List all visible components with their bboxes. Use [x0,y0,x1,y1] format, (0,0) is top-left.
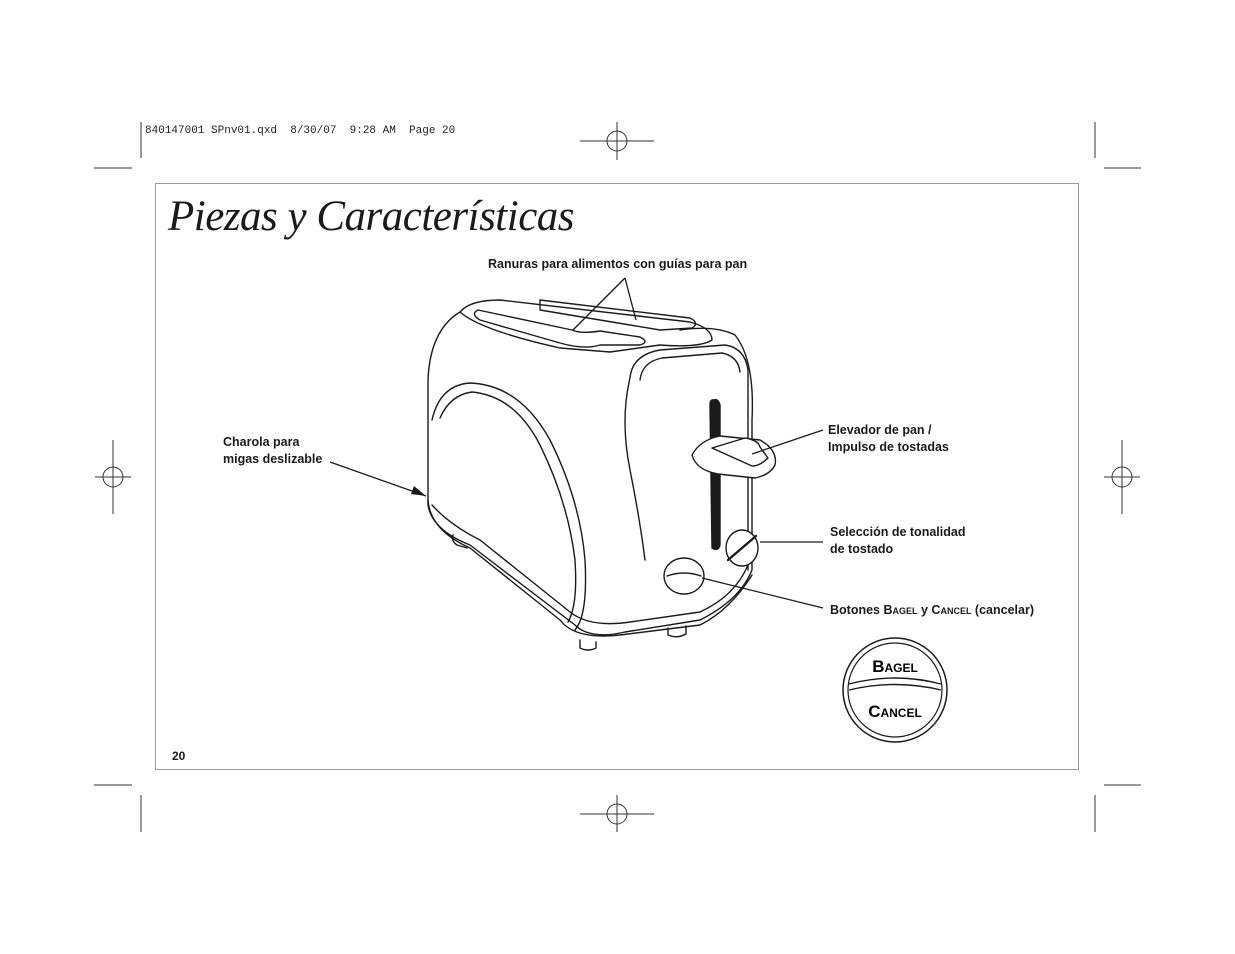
callout-buttons-bagel: Bagel [883,603,918,617]
bagel-cancel-button [663,557,705,595]
callout-lever-line: Impulso de tostadas [828,440,949,454]
callout-buttons-y: y [917,603,932,617]
side-panel [431,382,587,631]
side-panel-inner [439,391,577,623]
button-detail-split [848,677,942,685]
callout-buttons: Botones Bagel y Cancel (cancelar) [830,602,1034,619]
callout-slots: Ranuras para alimentos con guías para pa… [488,256,747,273]
toaster-body [427,311,754,636]
callout-shade: Selección de tonalidad de tostado [830,524,965,558]
bread-slot [473,309,646,348]
toaster-base [427,499,753,637]
toaster-lower-edge [431,504,749,625]
front-face [629,344,749,571]
registration-mark [95,440,131,514]
button-detail-inner [847,642,943,738]
bread-slot [539,299,697,331]
leader-line [751,429,824,455]
leader-line [572,277,626,331]
callout-buttons-cancel: Cancel [931,603,972,617]
callout-shade-line: Selección de tonalidad [830,525,966,539]
callout-crumb-tray-line: migas deslizable [223,452,323,466]
front-face-edge [624,377,646,561]
toaster-foot [667,625,687,638]
button-detail-split [848,683,942,691]
registration-mark [580,122,654,160]
button-detail-bagel: Bagel [872,657,918,676]
shade-knob-indicator [726,534,758,562]
callout-slots-text: Ranuras para alimentos con guías para pa… [488,257,748,271]
bagel-cancel-split [666,572,702,577]
leader-line [329,461,427,497]
leader-arrowhead [411,486,426,496]
button-detail: Bagel Cancel [842,637,948,743]
callout-buttons-text: Botones Bagel y Cancel (cancelar) [830,602,1034,619]
callout-buttons-prefix: Botones [830,603,884,617]
page-title: Piezas y Características [168,193,575,240]
toaster-top [459,299,713,353]
button-detail-cancel: Cancel [868,702,922,721]
callout-buttons-suffix: (cancelar) [971,603,1034,617]
file-slug: 840147001 SPnv01.qxd 8/30/07 9:28 AM Pag… [145,125,456,137]
callout-lever: Elevador de pan / Impulso de tostadas [828,422,949,456]
callout-shade-line: de tostado [830,542,894,556]
front-face-inner [639,352,741,381]
callout-crumb-tray: Charola para migas deslizable [223,434,322,468]
leader-line [624,277,637,321]
registration-mark [580,795,654,832]
page-frame [155,183,1079,770]
page-number: 20 [172,749,186,763]
registration-mark [1104,440,1140,514]
toaster-foot [579,639,597,651]
lever-top [711,437,769,467]
leader-line [701,577,824,609]
callout-lever-line: Elevador de pan / [828,423,932,437]
callout-crumb-tray-line: Charola para [223,435,300,449]
